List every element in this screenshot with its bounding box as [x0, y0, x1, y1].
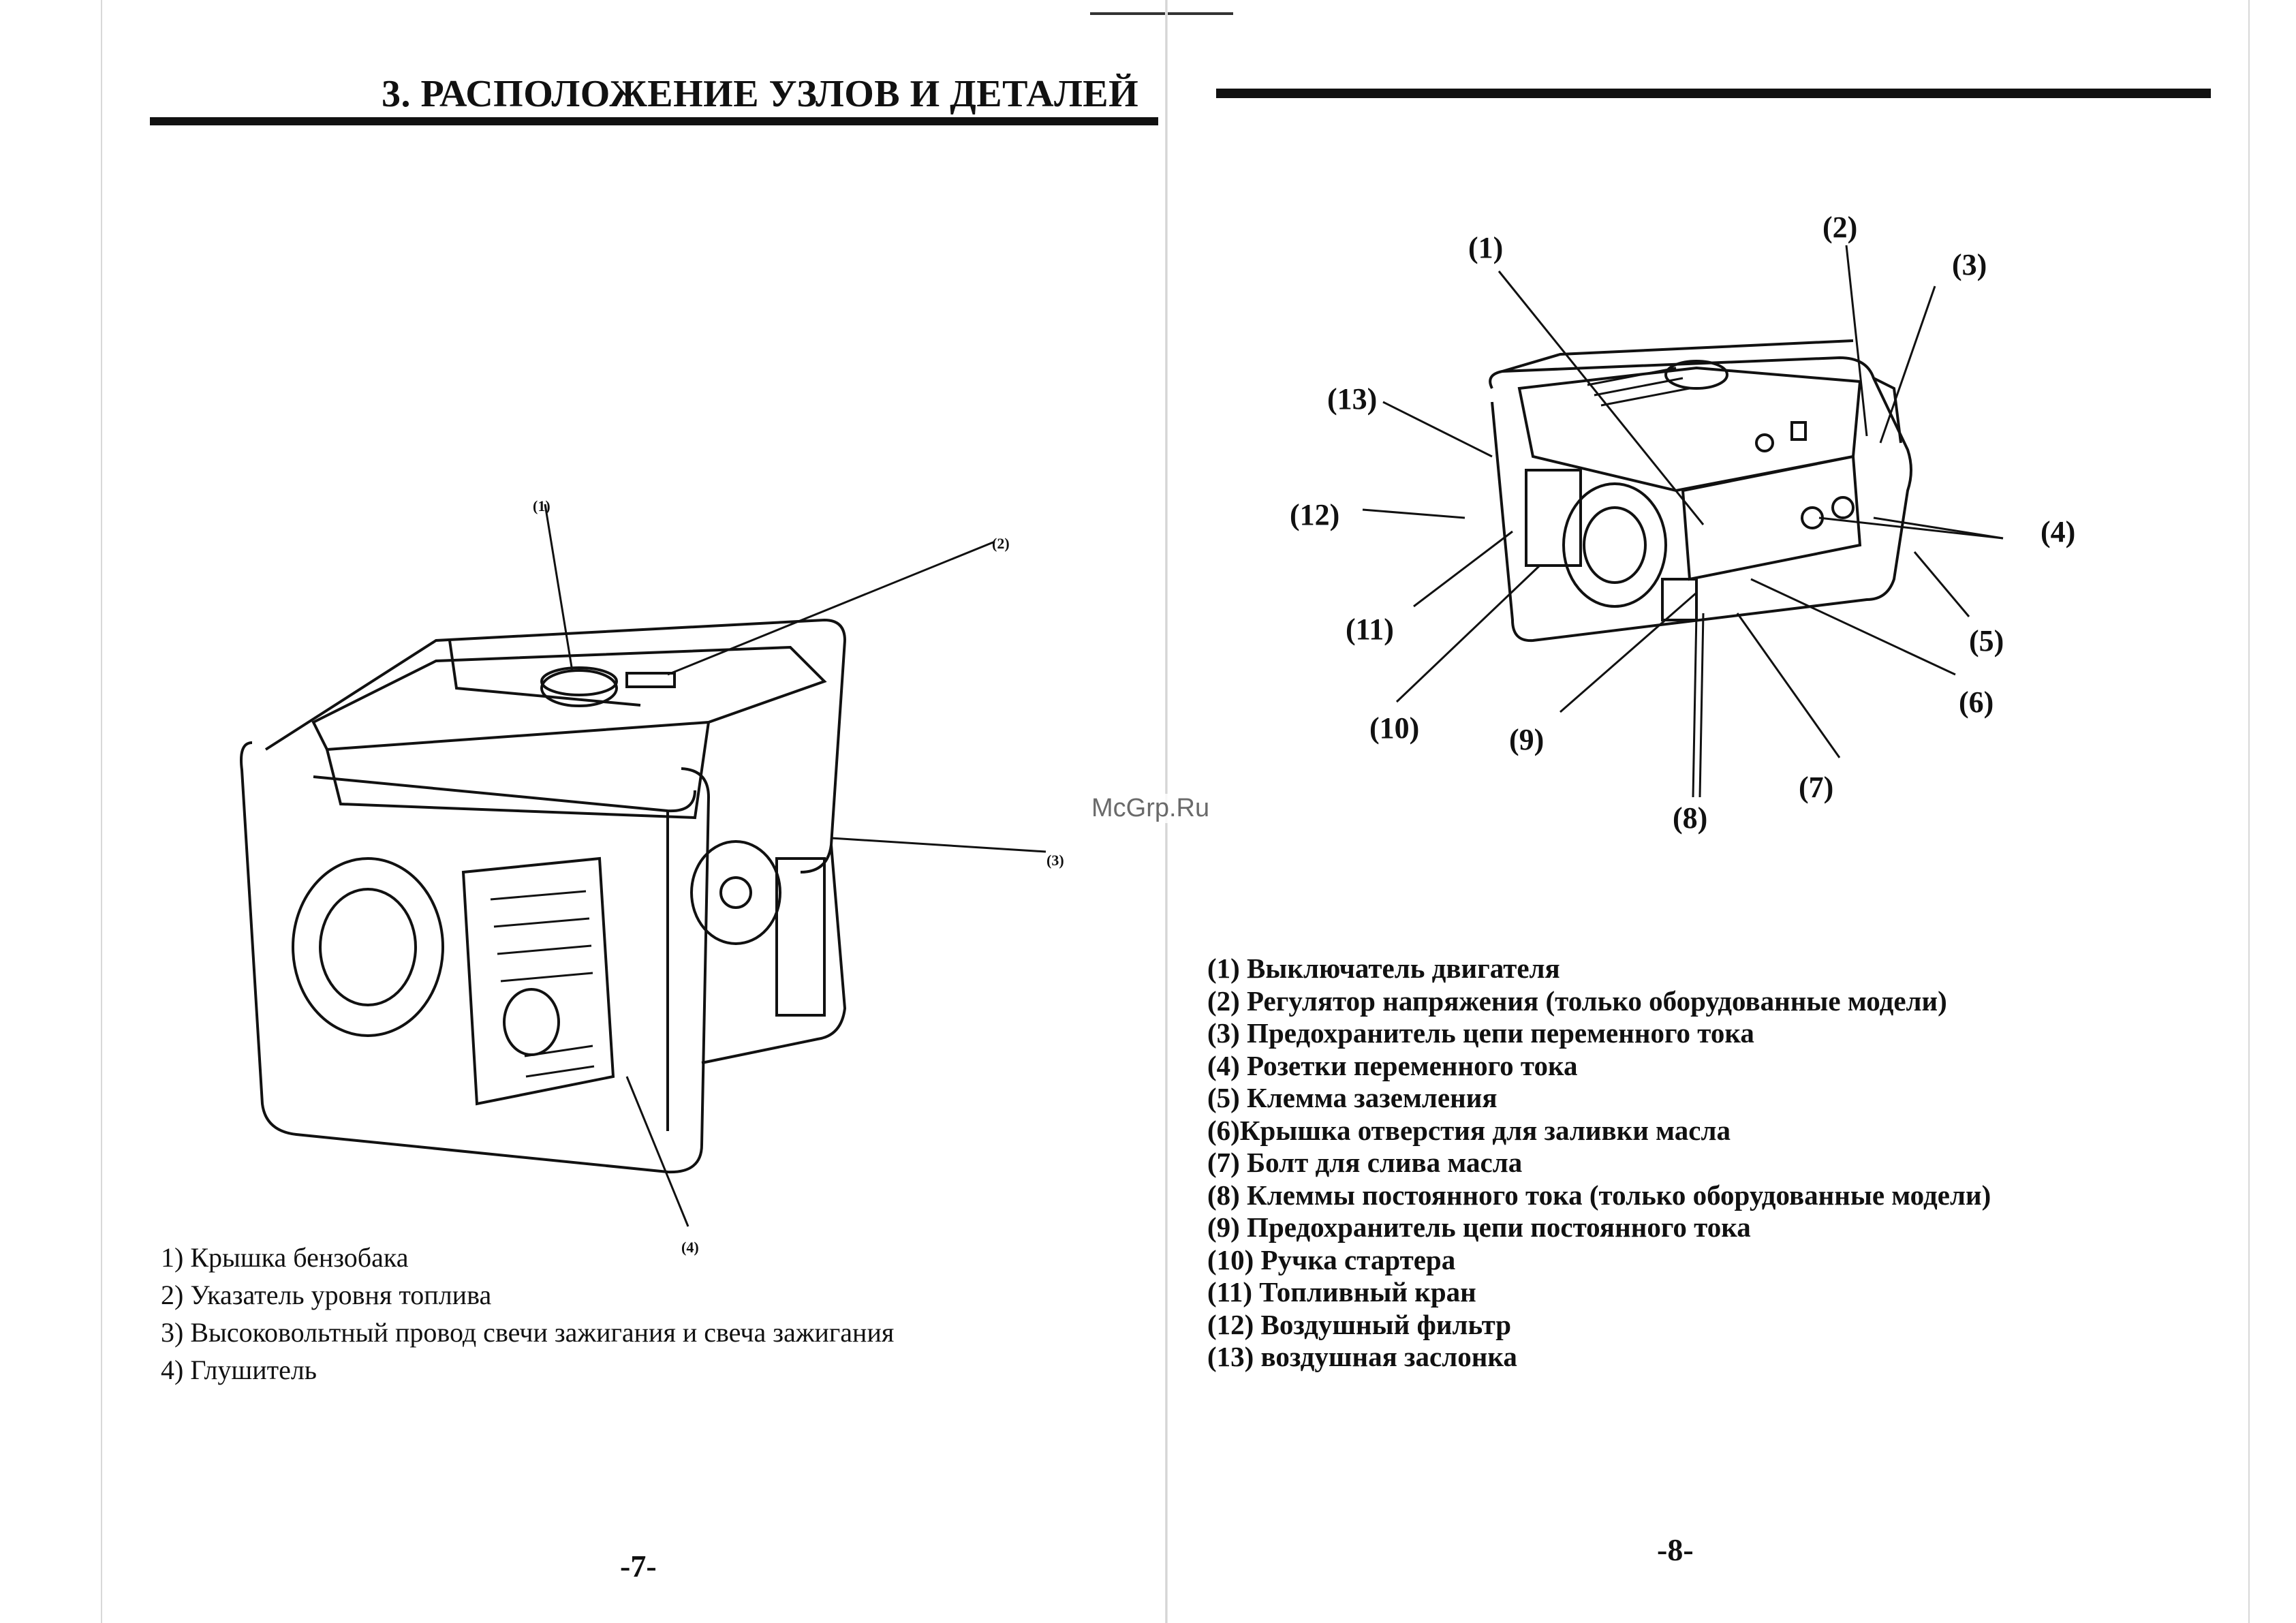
caption-item: 2) Указатель уровня топлива	[161, 1280, 492, 1310]
callout-8: (8)	[1673, 801, 1708, 835]
page-number: -7-	[620, 1549, 657, 1583]
caption-item: (2) Регулятор напряжения (только оборудо…	[1207, 985, 1947, 1017]
callout-7: (7)	[1799, 771, 1834, 804]
caption-item: (12) Воздушный фильтр	[1207, 1308, 1512, 1340]
callout-1: (1)	[533, 497, 550, 514]
parts-caption-list: (1) Выключатель двигателя (2) Регулятор …	[1207, 953, 1991, 1374]
right-margin-line	[2248, 0, 2250, 1623]
generator-illustration	[1489, 339, 1912, 643]
callout-13: (13)	[1327, 382, 1378, 416]
callout-4: (4)	[681, 1239, 699, 1256]
caption-item: (13) воздушная заслонка	[1207, 1341, 1517, 1372]
caption-item: (4) Розетки переменного тока	[1207, 1049, 1578, 1081]
caption-item: (9) Предохранитель цепи постоянного тока	[1207, 1211, 1751, 1243]
caption-item: 1) Крышка бензобака	[161, 1242, 409, 1273]
callout-2: (2)	[992, 535, 1010, 552]
callout-4: (4)	[2041, 515, 2076, 548]
callout-9: (9)	[1509, 723, 1545, 756]
callout-5: (5)	[1969, 624, 2004, 658]
callout-11: (11)	[1346, 613, 1394, 646]
caption-item: (6)Крышка отверстия для заливки масла	[1207, 1114, 1731, 1146]
title-rule	[1216, 89, 2211, 98]
watermark-link[interactable]: McGrp.Ru	[1089, 794, 1213, 823]
left-margin-line	[101, 0, 102, 1623]
caption-item: (5) Клемма заземления	[1207, 1082, 1498, 1113]
callout-6: (6)	[1959, 685, 1994, 719]
callout-2: (2)	[1822, 211, 1858, 244]
callout-1: (1)	[1468, 231, 1504, 264]
caption-item: (8) Клеммы постоянного тока (только обор…	[1207, 1179, 1991, 1211]
caption-item: 4) Глушитель	[161, 1355, 317, 1385]
callout-3: (3)	[1046, 852, 1064, 869]
caption-item: (1) Выключатель двигателя	[1207, 953, 1560, 984]
callout-10: (10)	[1369, 711, 1420, 745]
callout-leaders	[1362, 245, 2004, 798]
caption-item: (10) Ручка стартера	[1207, 1243, 1456, 1276]
parts-caption-list: 1) Крышка бензобака 2) Указатель уровня …	[161, 1239, 894, 1389]
page-7: 3. РАСПОЛОЖЕНИЕ УЗЛОВ И ДЕТАЛЕЙ	[150, 73, 1158, 1583]
caption-item: 3) Высоковольтный провод свечи зажигания…	[161, 1317, 895, 1348]
title-rule	[150, 117, 1158, 125]
generator-illustration	[240, 504, 1046, 1227]
caption-item: (11) Топливный кран	[1207, 1276, 1476, 1308]
callout-3: (3)	[1952, 248, 1987, 281]
caption-item: (7) Болт для слива масла	[1207, 1147, 1523, 1178]
page-8: (1) (2) (3) (4) (5) (6) (7) (8) (9) (10)…	[1158, 0, 2296, 1623]
binding-edge-mark	[1090, 12, 1233, 15]
caption-item: (3) Предохранитель цепи переменного тока	[1207, 1017, 1754, 1049]
page-number: -8-	[1657, 1532, 1694, 1567]
callout-12: (12)	[1290, 498, 1340, 531]
section-title: 3. РАСПОЛОЖЕНИЕ УЗЛОВ И ДЕТАЛЕЙ	[382, 73, 1139, 115]
